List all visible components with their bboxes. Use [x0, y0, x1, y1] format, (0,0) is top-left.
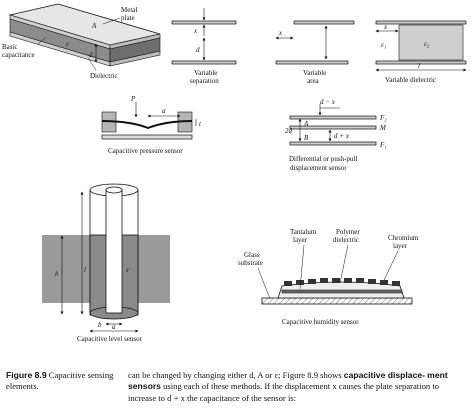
tantalum-label-2: layer [293, 236, 308, 244]
pressure-t-label: t [199, 120, 202, 128]
humidity-sensor-diagram: Tantalum layer Polymer dielectric Chromi… [238, 228, 419, 326]
dielectric-label: Dielectric [90, 72, 118, 80]
level-eps-label: ε [126, 266, 129, 274]
diff-f1-label: F₁ [379, 141, 387, 149]
variable-separation-label-2: separation [190, 77, 219, 85]
basic-capacitance-label-1: Basic [2, 43, 18, 51]
polymer-label-1: Polymer [336, 228, 360, 236]
differential-caption-2: displacement sensor [290, 164, 347, 172]
diff-2d-label: 2d [285, 127, 293, 135]
variable-area-label-2: area [307, 77, 320, 85]
basic-d-label: d [89, 51, 93, 59]
variable-area-diagram: x Variable area [275, 20, 355, 85]
differential-sensor-diagram: d − x 2d A B d + x F₂ M F₁ Differential … [285, 98, 387, 172]
body-bold-2: ment sensors [128, 370, 448, 392]
figure-caption: Figure 8.9 Capacitive sensing elements. … [6, 370, 468, 410]
level-l-label: l [84, 266, 86, 274]
level-sensor-caption: Capacitive level sensor [77, 335, 143, 343]
diff-m-label: M [379, 124, 387, 132]
basic-capacitance-label-2: capacitance [2, 51, 35, 59]
level-a-label: a [112, 323, 116, 331]
caption-body: can be changed by changing either d, A o… [128, 370, 468, 404]
tantalum-label-1: Tantalum [290, 228, 317, 236]
polymer-label-2: dielectric [333, 236, 359, 244]
body-text-2: using each of these methods. If the disp… [163, 381, 393, 392]
differential-caption-1: Differential or push-pull [289, 155, 357, 163]
metal-plate-label-2: plate [121, 14, 135, 22]
separation-d-label: d [196, 46, 200, 54]
variable-separation-diagram: x d Variable separation [171, 8, 237, 85]
pressure-p-label: P [130, 95, 136, 103]
basic-capacitance-diagram: d A ε Metal plate Basic capacitance Diel… [2, 3, 161, 80]
level-sensor-diagram: h l ε b a Capacitive level sensor [42, 183, 170, 343]
chromium-label-2: layer [393, 242, 408, 250]
metal-plate-label-1: Metal [121, 6, 137, 14]
figure-8-9-diagram: d A ε Metal plate Basic capacitance Diel… [2, 3, 467, 343]
eps2-label: ε₂ [424, 40, 430, 48]
pressure-sensor-diagram: P a t Capacitive pressure sensor [101, 95, 202, 155]
separation-x-label: x [193, 27, 198, 35]
body-text-3: separation to increase to d + x the capa… [128, 381, 440, 403]
pressure-sensor-caption: Capacitive pressure sensor [108, 147, 183, 155]
area-x-label: x [278, 29, 283, 37]
diff-b-label: B [304, 134, 309, 142]
dielectric-l-label: l [418, 62, 420, 70]
diff-a-label: A [303, 120, 309, 128]
chromium-layer-blocks [284, 278, 400, 286]
caption-title: Figure 8.9 Capacitive sensing elements. [6, 370, 116, 392]
variable-area-label-1: Variable [303, 69, 326, 77]
body-text-1: can be changed by changing either d, A o… [128, 370, 342, 380]
figure-number: Figure 8.9 [6, 370, 47, 380]
chromium-label-1: Chromium [388, 234, 419, 242]
glass-label-1: Glass [244, 251, 260, 259]
pressure-a-label: a [162, 107, 166, 115]
eps1-label: ε₁ [381, 41, 386, 49]
glass-label-2: substrate [238, 259, 263, 267]
diff-top-label: d − x [320, 98, 336, 106]
humidity-sensor-caption: Capacitive humidity sensor [282, 318, 359, 326]
variable-separation-label-1: Variable [194, 69, 217, 77]
variable-dielectric-diagram: x ε₁ ε₂ l Variable dielectric [375, 20, 467, 84]
basic-area-label: A [91, 22, 97, 30]
level-b-label: b [98, 321, 102, 329]
body-bold-1: capacitive displace- [343, 370, 426, 380]
variable-dielectric-label: Variable dielectric [385, 76, 436, 84]
figure-title: Capacitive sensing elements. [6, 370, 114, 391]
dielectric-x-label: x [383, 23, 388, 31]
basic-eps-label: ε [66, 40, 69, 48]
level-h-label: h [55, 270, 59, 278]
diff-f2-label: F₂ [379, 114, 387, 122]
diff-bottom-label: d + x [334, 132, 350, 140]
